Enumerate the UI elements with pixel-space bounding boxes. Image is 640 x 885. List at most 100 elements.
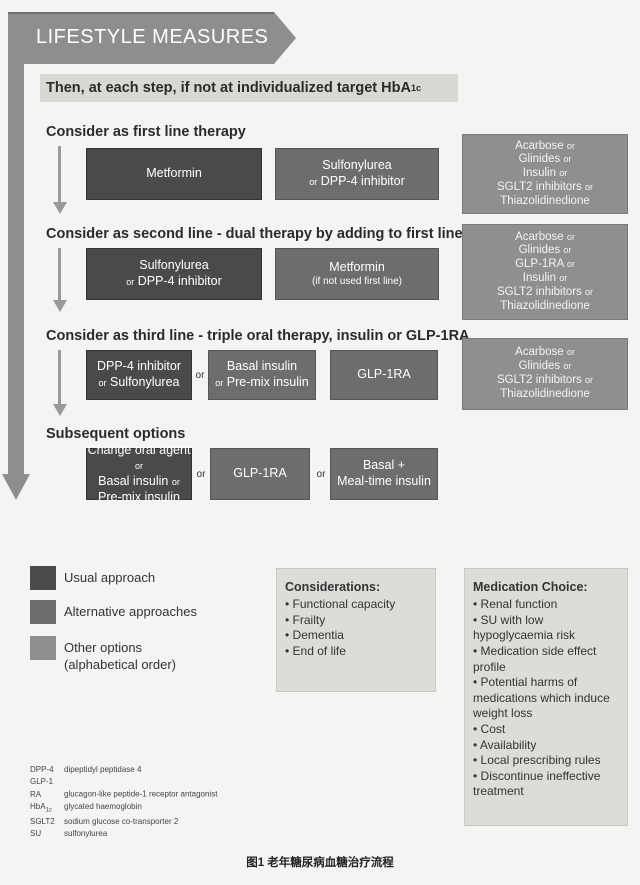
target-band: Then, at each step, if not at individual… xyxy=(40,74,458,102)
lifestyle-arrowhead xyxy=(274,12,296,64)
or-text: or xyxy=(566,140,575,151)
other-option-line: Acarbose or xyxy=(515,346,575,360)
second-line-alternative-box: Metformin (if not used first line) xyxy=(275,248,439,300)
list-item: Frailty xyxy=(285,613,427,629)
or-text: or xyxy=(126,277,135,287)
list-item: Cost xyxy=(473,722,619,738)
lifestyle-down-arrowhead xyxy=(2,474,30,500)
step-arrow-1 xyxy=(58,146,61,202)
first-line-title: Consider as first line therapy xyxy=(46,124,246,140)
subsequent-alternative-box-2: Basal + Meal-time insulin xyxy=(330,448,438,500)
step-arrowhead-3 xyxy=(53,404,67,416)
abbreviation-key: SU xyxy=(30,829,42,839)
third-line-usual-line1: DPP-4 inhibitor xyxy=(96,359,182,374)
target-band-text: Then, at each step, if not at individual… xyxy=(46,80,411,96)
list-item: Dementia xyxy=(285,628,427,644)
abbreviation-value: sodium glucose co-transporter 2 xyxy=(64,817,179,827)
or-text: or xyxy=(566,347,575,358)
legend-swatch-usual xyxy=(30,566,56,590)
subsequent-usual-line2-text: Basal insulin xyxy=(98,474,169,488)
step-arrow-3 xyxy=(58,350,61,404)
other-option-text: Glinides xyxy=(518,360,561,373)
legend-usual-label: Usual approach xyxy=(64,570,156,585)
first-line-usual-text: Metformin xyxy=(146,166,202,181)
other-option-line: Glinides or xyxy=(519,153,572,167)
other-option-text: Thiazolidinedione xyxy=(500,387,590,400)
third-line-alt1-line2: or Pre-mix insulin xyxy=(215,375,308,391)
second-line-alt-line1: Metformin xyxy=(329,259,385,274)
list-item: Renal function xyxy=(473,597,619,613)
second-line-usual-line2-text: DPP-4 inhibitor xyxy=(137,274,222,288)
considerations-panel: Considerations: Functional capacity Frai… xyxy=(276,568,436,692)
other-option-line: SGLT2 inhibitors or xyxy=(497,374,593,388)
abbreviation-key: HbA1c xyxy=(30,801,64,816)
subsequent-usual-box: Change oral agent or Basal insulin or Pr… xyxy=(86,443,192,504)
first-line-usual-box: Metformin xyxy=(86,148,262,200)
other-option-text: Acarbose xyxy=(515,346,564,359)
third-line-usual-box: DPP-4 inhibitor or Sulfonylurea xyxy=(86,350,192,400)
abbreviation-key: DPP-4 xyxy=(30,765,54,774)
third-line-alt2-text: GLP-1RA xyxy=(357,367,411,382)
other-option-text: SGLT2 inhibitors xyxy=(496,374,582,386)
or-text: or xyxy=(171,477,180,487)
other-option-text: GLP-1RA xyxy=(515,258,564,271)
lifestyle-arrow-header xyxy=(8,12,274,64)
other-option-line: GLP-1RA or xyxy=(515,258,575,272)
medication-choice-list: Renal function SU with low hypoglycaemia… xyxy=(473,597,619,800)
first-line-other-options-box: Acarbose or Glinides or Insulin or SGLT2… xyxy=(462,134,628,214)
third-line-usual-line2-text: Sulfonylurea xyxy=(110,375,180,389)
list-item: Discontinue ineffective treatment xyxy=(473,769,619,800)
subsequent-alt2-line2: Meal-time insulin xyxy=(337,474,431,488)
first-line-alternative-box: Sulfonylurea or DPP-4 inhibitor xyxy=(275,148,439,200)
or-text: or xyxy=(584,286,593,297)
second-line-usual-line1: Sulfonylurea xyxy=(139,258,209,273)
legend-swatch-alternative xyxy=(30,600,56,624)
third-line-alternative-box-1: Basal insulin or Pre-mix insulin xyxy=(208,350,316,400)
third-line-other-options-box: Acarbose or Glinides or SGLT2 inhibitors… xyxy=(462,338,628,410)
other-option-text: Thiazolidinedione xyxy=(500,194,590,207)
other-option-line: Insulin or xyxy=(523,272,567,286)
medication-choice-heading: Medication Choice: xyxy=(473,580,588,594)
subsequent-alternative-box-1: GLP-1RA xyxy=(210,448,310,500)
or-text: or xyxy=(566,259,575,270)
first-line-alt-line2: or DPP-4 inhibitor xyxy=(309,174,405,190)
or-text: or xyxy=(559,273,568,283)
or-text: or xyxy=(584,375,593,385)
other-option-text: Acarbose xyxy=(515,230,564,243)
third-line-usual-line2: or Sulfonylurea xyxy=(99,375,180,391)
or-text: or xyxy=(563,361,572,372)
other-option-line: Glinides or xyxy=(519,360,572,374)
second-line-usual-line2: or DPP-4 inhibitor xyxy=(126,274,222,290)
other-option-text: Insulin xyxy=(522,272,557,284)
third-line-alt1-line1: Basal insulin xyxy=(226,359,298,374)
or-text: or xyxy=(584,181,593,192)
other-option-line: Acarbose or xyxy=(515,231,575,245)
second-line-alt-line2: (if not used first line) xyxy=(311,275,403,287)
target-band-subscript: 1c xyxy=(410,83,421,93)
subsequent-options-title: Subsequent options xyxy=(46,426,186,442)
or-text: or xyxy=(566,231,575,242)
or-text: or xyxy=(559,168,568,179)
abbreviation-key: GLP-1 RA xyxy=(30,777,54,799)
list-item: Functional capacity xyxy=(285,597,427,613)
other-option-line: Thiazolidinedione xyxy=(500,388,590,402)
or-text: or xyxy=(563,245,572,256)
lifestyle-arrow-shaft xyxy=(8,64,24,476)
other-option-line: Insulin or xyxy=(523,167,567,181)
third-line-title: Consider as third line - triple oral the… xyxy=(46,328,470,344)
other-option-line: Thiazolidinedione xyxy=(500,195,590,209)
figure-caption: 图1 老年糖尿病血糖治疗流程 xyxy=(246,857,394,869)
subsequent-usual-line1: Change oral agent or xyxy=(87,443,191,474)
subsequent-or-2: or xyxy=(316,468,326,480)
other-option-text: Glinides xyxy=(518,244,561,257)
subsequent-alt2-line1: Basal + xyxy=(362,458,406,473)
abbreviation-value: glucagon-like peptide-1 receptor antagon… xyxy=(64,789,218,799)
second-line-title: Consider as second line - dual therapy b… xyxy=(46,226,519,242)
list-item: Medication side effect profile xyxy=(473,644,619,675)
legend-alternative-label: Alternative approaches xyxy=(64,604,197,619)
considerations-list: Functional capacity Frailty Dementia End… xyxy=(285,597,427,659)
